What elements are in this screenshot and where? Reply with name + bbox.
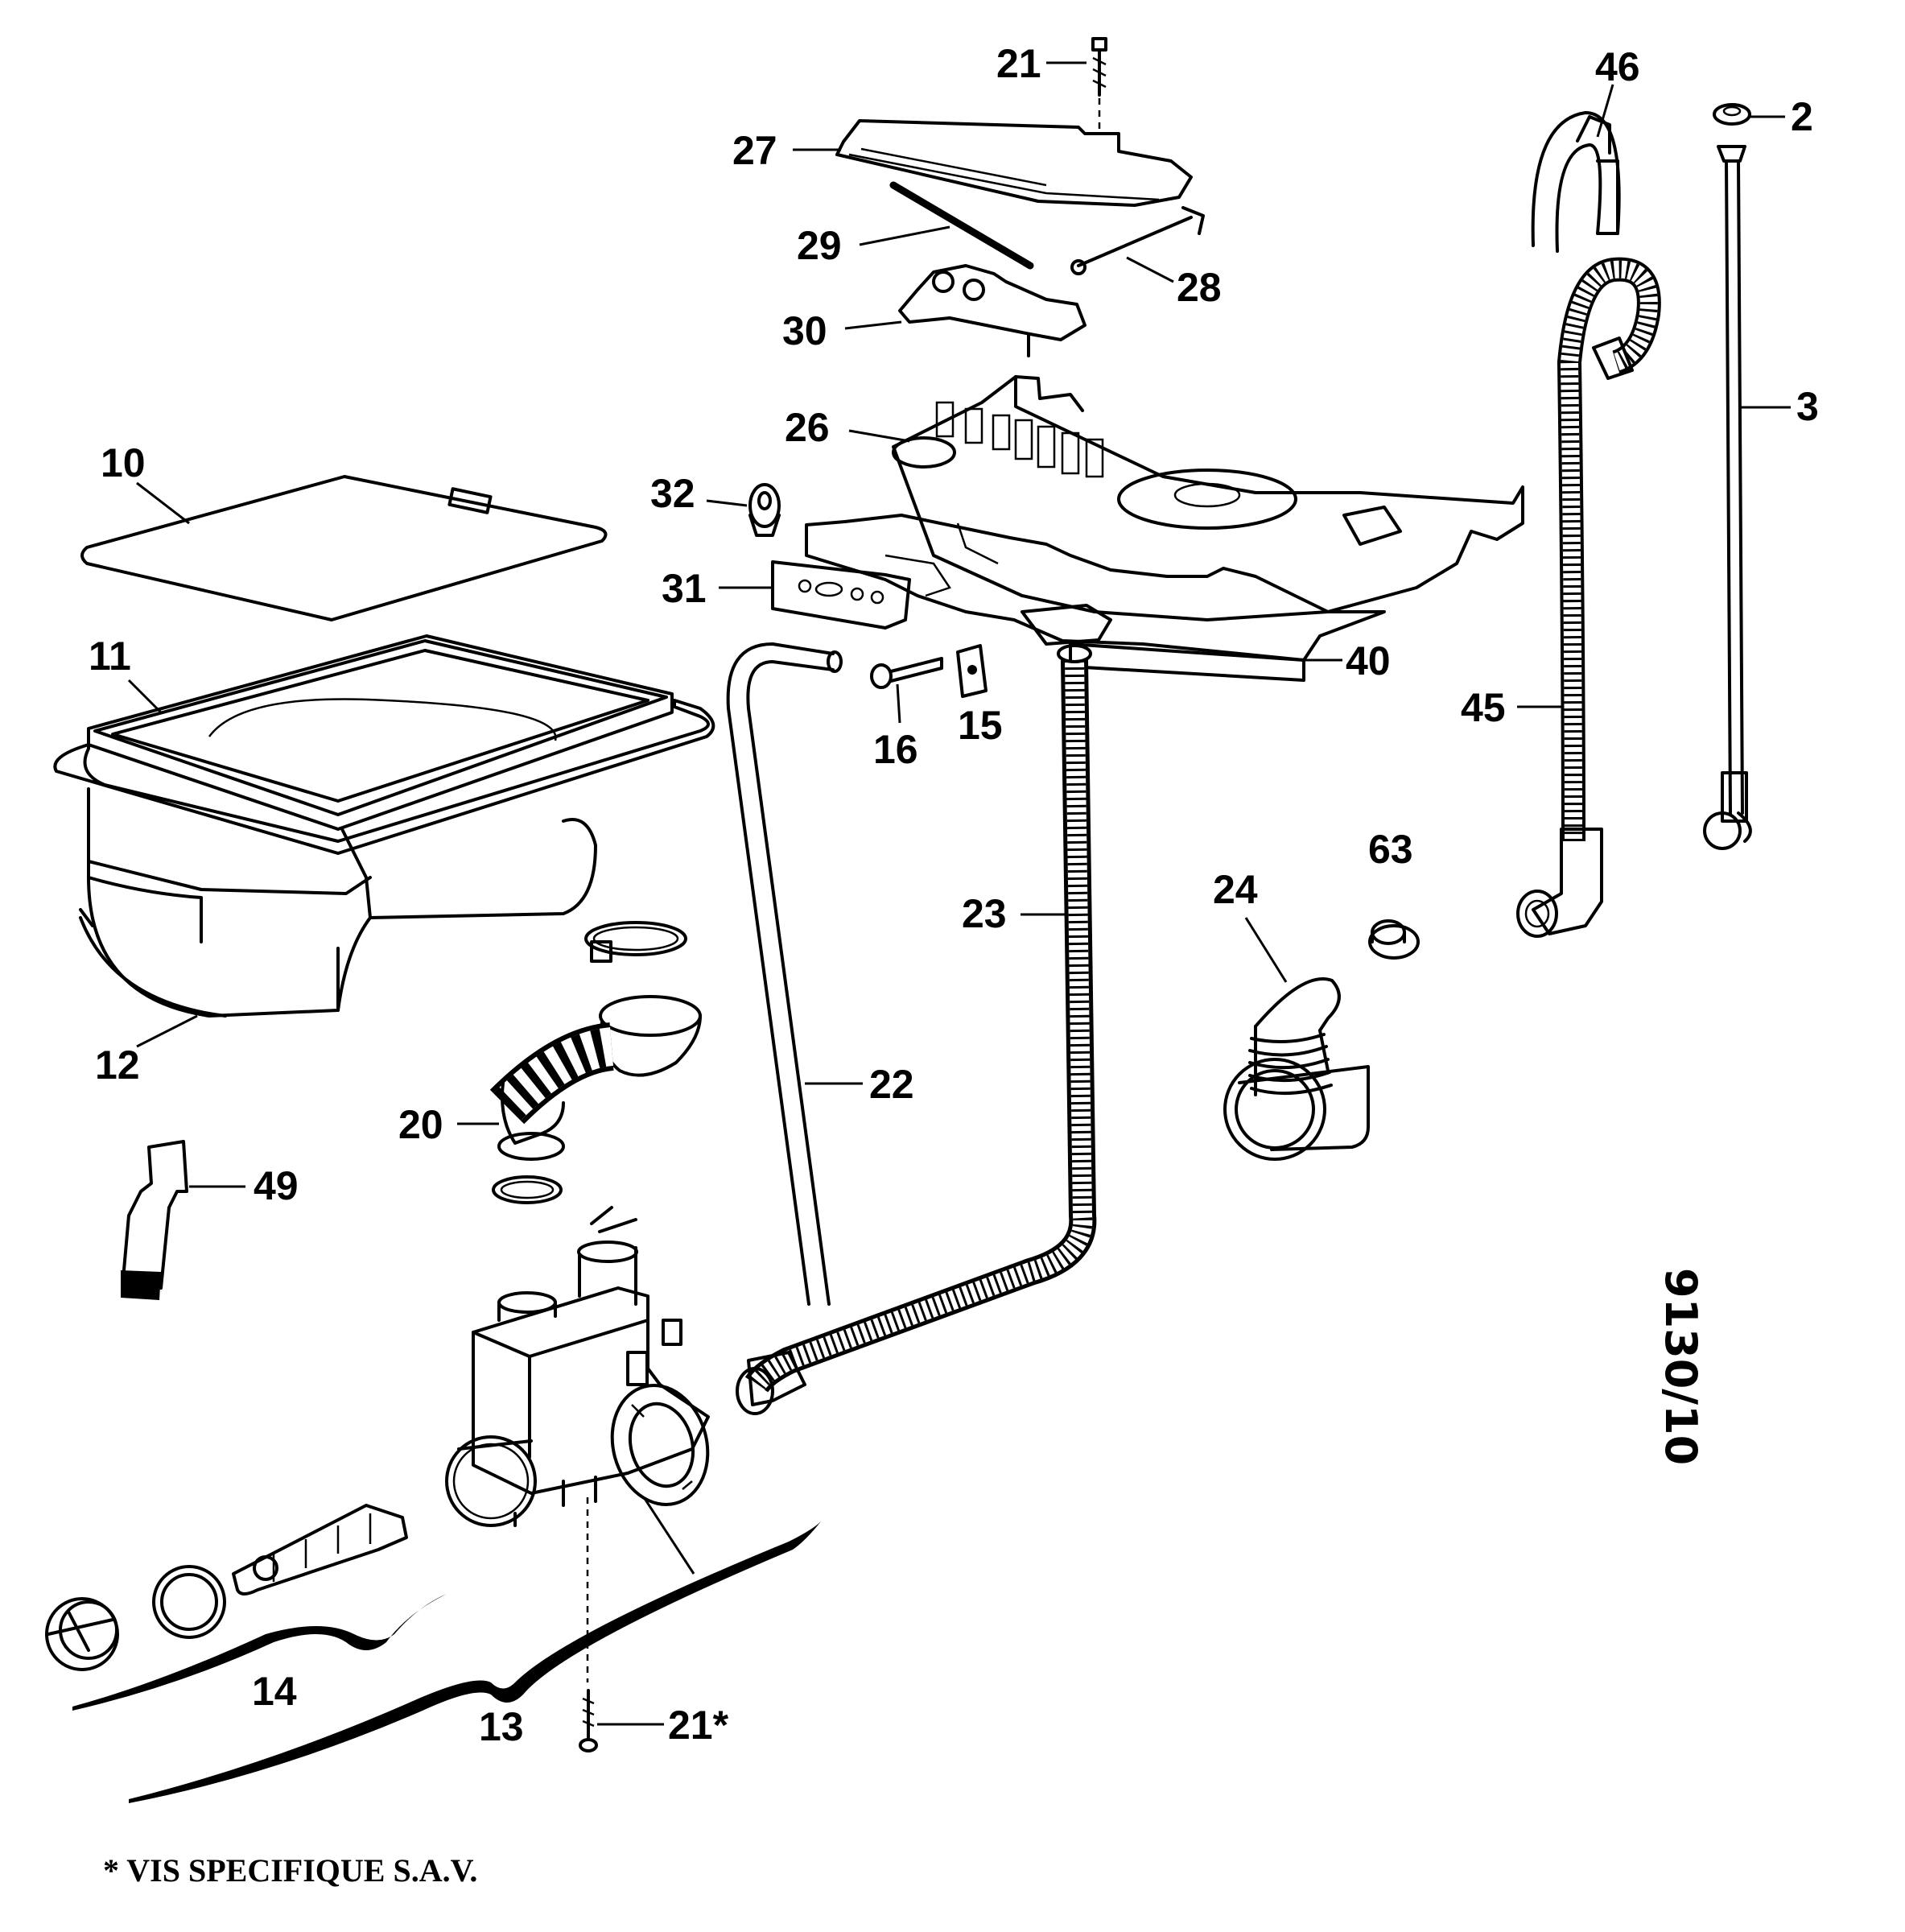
- leader-32: [706, 499, 748, 507]
- part-filter-assembly: [45, 1504, 408, 1671]
- leader-16: [896, 683, 901, 724]
- callout-14: 14: [252, 1669, 297, 1714]
- callout-15: 15: [958, 703, 1003, 748]
- part-pin: [1070, 206, 1205, 275]
- part-corrugated-hose: [736, 644, 1097, 1415]
- part-latch-mechanism: [898, 264, 1087, 357]
- part-washer: [1713, 103, 1751, 126]
- leader-12: [136, 1014, 198, 1048]
- leader-24: [1244, 917, 1288, 983]
- part-drain-hose: [1516, 257, 1661, 938]
- part-hose-guide: [1531, 111, 1621, 253]
- callout-31: 31: [662, 566, 707, 611]
- part-clip: [748, 483, 781, 537]
- callout-30: 30: [782, 308, 827, 353]
- part-wire-rod: [889, 181, 1034, 270]
- callout-20: 20: [398, 1102, 443, 1147]
- part-chassis: [805, 514, 1386, 682]
- footnote: * VIS SPECIFIQUE S.A.V.: [103, 1852, 478, 1889]
- callout-40: 40: [1346, 638, 1391, 683]
- callout-23: 23: [962, 891, 1007, 936]
- callout-45: 45: [1461, 685, 1506, 730]
- callout-11: 11: [89, 634, 131, 679]
- callout-22: 22: [869, 1062, 914, 1107]
- leader-11: [127, 679, 163, 714]
- callout-3: 3: [1796, 384, 1819, 429]
- callout-21-top: 21: [996, 41, 1041, 86]
- part-inlet-pipe: [1703, 145, 1752, 850]
- part-grommet: [1368, 919, 1420, 960]
- part-drain-bellow: [489, 921, 702, 1204]
- callout-10: 10: [101, 440, 146, 485]
- part-cleaning-brush: [121, 1140, 188, 1300]
- callout-24: 24: [1213, 867, 1258, 912]
- callout-2: 2: [1791, 94, 1813, 139]
- callout-21-star: 21*: [668, 1703, 729, 1748]
- part-tub-seal: [87, 634, 674, 831]
- part-bolt: [870, 657, 943, 689]
- part-smooth-hose: [726, 642, 843, 1306]
- callout-26: 26: [785, 405, 830, 450]
- leader-26: [848, 429, 910, 443]
- callout-29: 29: [797, 223, 842, 268]
- callout-16: 16: [873, 727, 918, 772]
- callout-27: 27: [732, 128, 777, 173]
- part-control-module: [892, 375, 1524, 621]
- drawing-code: 9130/10: [1656, 1268, 1706, 1465]
- callout-28: 28: [1177, 265, 1222, 310]
- leader-29: [859, 225, 950, 246]
- part-screw-bottom: [579, 1689, 598, 1752]
- leader-28: [1126, 256, 1174, 283]
- part-outer-tub: [53, 699, 715, 1018]
- callout-32: 32: [650, 471, 695, 516]
- callout-46: 46: [1595, 44, 1640, 89]
- callout-49: 49: [254, 1163, 299, 1208]
- part-pump-housing: [445, 1206, 710, 1575]
- leader-46: [1596, 84, 1614, 138]
- leader-30: [844, 320, 902, 330]
- part-bracket: [771, 560, 911, 630]
- callout-12: 12: [95, 1042, 140, 1088]
- part-nut-clip: [956, 644, 988, 698]
- part-pump-bellow: [1223, 976, 1370, 1161]
- part-lid-panel: [80, 475, 608, 621]
- bracket-13: [129, 1521, 821, 1803]
- callout-63: 63: [1368, 827, 1413, 872]
- part-screw-top: [1091, 37, 1107, 133]
- part-cover-plate: [835, 119, 1193, 207]
- bracket-14: [72, 1594, 447, 1711]
- leader-10: [136, 481, 190, 525]
- callout-13: 13: [479, 1704, 524, 1749]
